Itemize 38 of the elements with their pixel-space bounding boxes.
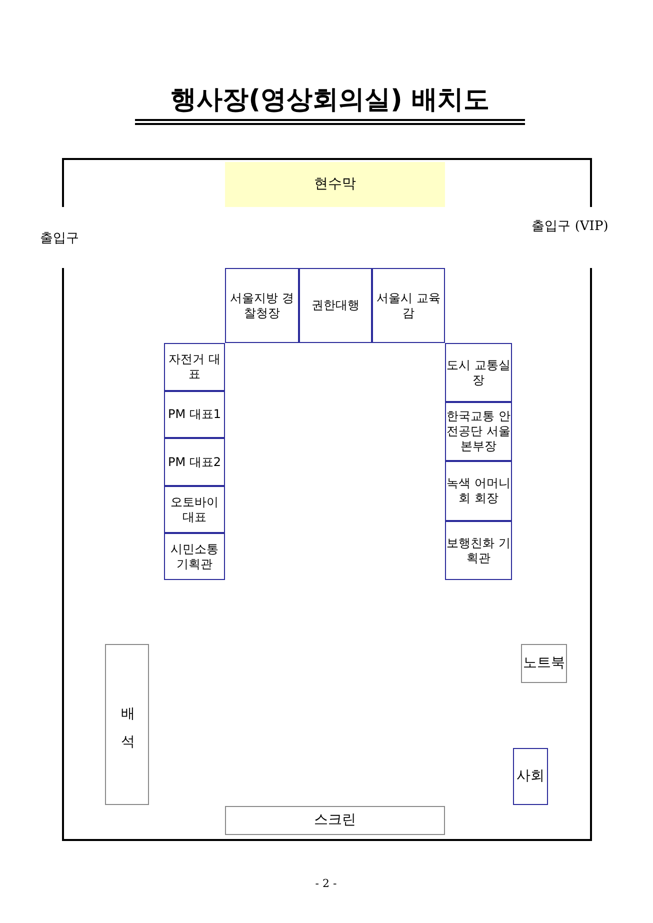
seat-label: 녹색 어머니회 회장 <box>446 476 511 506</box>
seat-label: PM 대표2 <box>168 454 222 470</box>
seat-box <box>372 268 445 343</box>
seat-label: 한국교통 안전공단 서울본부장 <box>446 409 511 454</box>
entrance-label: 출입구 (VIP) <box>530 218 610 236</box>
seat-box <box>164 391 225 438</box>
seat-box <box>445 521 512 580</box>
seat-label: 사회 <box>516 769 544 784</box>
banner-area <box>225 162 445 207</box>
table-box <box>513 748 548 805</box>
seat-label: 자전거 대표 <box>168 352 222 382</box>
title: 행사장(영상회의실) 배치도 <box>170 84 490 117</box>
seat-box <box>164 343 225 391</box>
seat-label: 시민소통 기획관 <box>170 542 220 572</box>
screen-box <box>225 806 445 835</box>
seat-box <box>164 533 225 580</box>
seat-box <box>164 438 225 486</box>
seat-label: 보행친화 기획관 <box>446 536 511 566</box>
seat-box <box>445 461 512 521</box>
seat-label: PM 대표1 <box>168 407 222 422</box>
seat-label: 스크린 <box>314 813 356 828</box>
seat-label: 서울시 교육감 <box>376 290 442 320</box>
seat-label: 서울지방 경찰청장 <box>229 290 295 320</box>
seat-label: 도시 교통실장 <box>446 358 511 388</box>
page-number: - 2 - <box>314 877 338 890</box>
seat-label: 권한대행 <box>312 298 360 313</box>
seat-label: 배석 <box>120 696 134 752</box>
seat-label: 오토바이 대표 <box>170 494 220 524</box>
seat-box <box>164 486 225 533</box>
table-box <box>105 644 149 805</box>
seat-box <box>445 343 512 402</box>
seat-label: 노트북 <box>523 656 565 671</box>
entrance-label: 출입구 <box>40 230 80 247</box>
seat-box <box>225 268 299 343</box>
seat-box <box>445 402 512 461</box>
seat-label: 현수막 <box>314 177 356 192</box>
seat-box <box>299 268 372 343</box>
table-box <box>521 644 567 683</box>
